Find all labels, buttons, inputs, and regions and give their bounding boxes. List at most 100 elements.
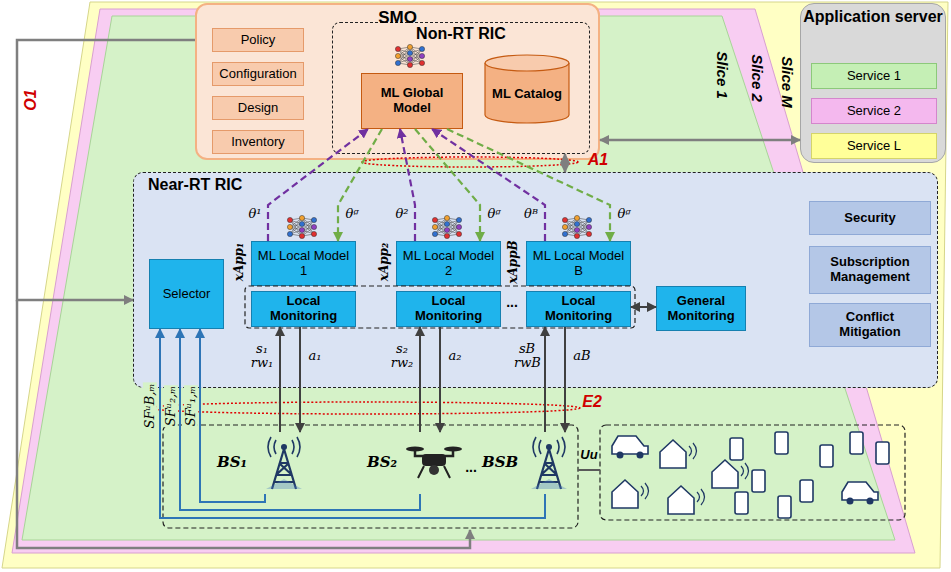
edge-label: θᴮ (523, 207, 539, 221)
interface-label: A1 (588, 151, 608, 169)
box-label: BS₁ (217, 454, 247, 471)
nn-link (565, 224, 577, 234)
phone-icon (735, 492, 748, 514)
car-wheel (617, 452, 624, 459)
nn-link (410, 49, 422, 59)
edge-label: a₁ (308, 349, 323, 363)
phone-icon (778, 496, 791, 518)
nn-link (302, 227, 314, 236)
ml-model-box: ML Local Model 1 (251, 241, 356, 286)
phone-icon (876, 442, 889, 464)
nn-neuron (407, 50, 412, 55)
nn-link (447, 220, 459, 236)
nn-link (565, 220, 577, 236)
users-group (600, 425, 905, 520)
nn-link (410, 63, 422, 65)
nn-link (565, 227, 577, 236)
nn-link (398, 49, 410, 65)
nn-link (577, 218, 589, 227)
e2-interface-ring (150, 402, 580, 414)
connector (439, 327, 441, 432)
function-box: Configuration (212, 62, 304, 86)
user-devices (612, 432, 889, 518)
edge-label: θᵍ (486, 207, 501, 221)
base-station: BS₁ (215, 432, 310, 494)
nn-link (410, 56, 422, 59)
nn-link (290, 218, 302, 234)
box-label: ML Catalog (492, 87, 562, 102)
nn-link (435, 224, 447, 234)
nn-link (447, 218, 459, 227)
nn-link (565, 234, 577, 236)
box-label: Service L (847, 139, 901, 154)
nn-link (410, 56, 422, 65)
nn-neuron (299, 221, 304, 226)
nn-link (435, 230, 447, 234)
nn-neuron (444, 233, 449, 238)
nn-neuron (311, 231, 316, 236)
nn-link (447, 224, 459, 227)
nn-link (302, 220, 314, 236)
nn-link (410, 47, 422, 49)
function-box: Subscription Management (809, 246, 931, 294)
box-label: Local Monitoring (401, 294, 496, 324)
nn-link (302, 220, 314, 224)
edge-label: aB (572, 349, 591, 363)
nn-neuron (287, 231, 292, 236)
service-box: Service 2 (811, 98, 937, 124)
nn-neuron (419, 53, 424, 58)
connector (415, 129, 480, 241)
nn-link (290, 230, 302, 234)
nn-link (565, 218, 577, 220)
interface-label: O1 (22, 89, 40, 110)
connector (160, 329, 545, 518)
non-rt-ric-panel: Non-RT RICML Global ModelML Catalog (332, 22, 590, 154)
car-wheel (847, 498, 854, 505)
nn-link (565, 224, 577, 227)
edge-label: SFᵘB,ₘ (143, 383, 157, 430)
box-label: Configuration (219, 67, 296, 82)
car-icon (842, 482, 878, 500)
car-wheel (637, 452, 644, 459)
connector (400, 129, 415, 241)
nn-neuron (407, 44, 412, 49)
xapp-label: xApp₁ (233, 243, 246, 282)
box-label: Local Monitoring (531, 294, 626, 324)
smo-panel: SMOPolicyConfigurationDesignInventoryNon… (195, 3, 600, 160)
box-label: ML Local Model 1 (256, 249, 351, 279)
box-label: Service 1 (847, 69, 901, 84)
panel-title: Non-RT RIC (333, 23, 589, 43)
ml-model-box: ML Local Model 2 (396, 241, 501, 286)
edge-label: θ² (394, 207, 409, 221)
function-box: Design (212, 96, 304, 120)
nn-neuron (456, 224, 461, 229)
nn-link (302, 224, 314, 234)
nn-link (565, 230, 577, 234)
nn-neuron (395, 53, 400, 58)
signal-icon (697, 489, 705, 505)
function-box: Policy (212, 28, 304, 52)
uu-link (578, 469, 600, 471)
nn-link (565, 220, 577, 230)
house-icon (712, 460, 738, 488)
box-label: Selector (163, 287, 211, 302)
nn-link (447, 227, 459, 230)
nn-neuron (407, 56, 412, 61)
signal-icon (641, 483, 649, 499)
nn-neuron (419, 46, 424, 51)
nn-neuron (574, 221, 579, 226)
nn-link (435, 218, 447, 227)
nn-link (302, 218, 314, 227)
nn-link (398, 49, 410, 59)
nn-link (577, 218, 589, 220)
nn-link (435, 234, 447, 236)
o1-line (17, 300, 470, 548)
phone-icon (730, 438, 743, 460)
panel-title: Near-RT RIC (134, 173, 937, 194)
nn-neuron (562, 217, 567, 222)
nn-link (447, 234, 459, 236)
connector (279, 327, 281, 432)
nn-neuron (287, 217, 292, 222)
